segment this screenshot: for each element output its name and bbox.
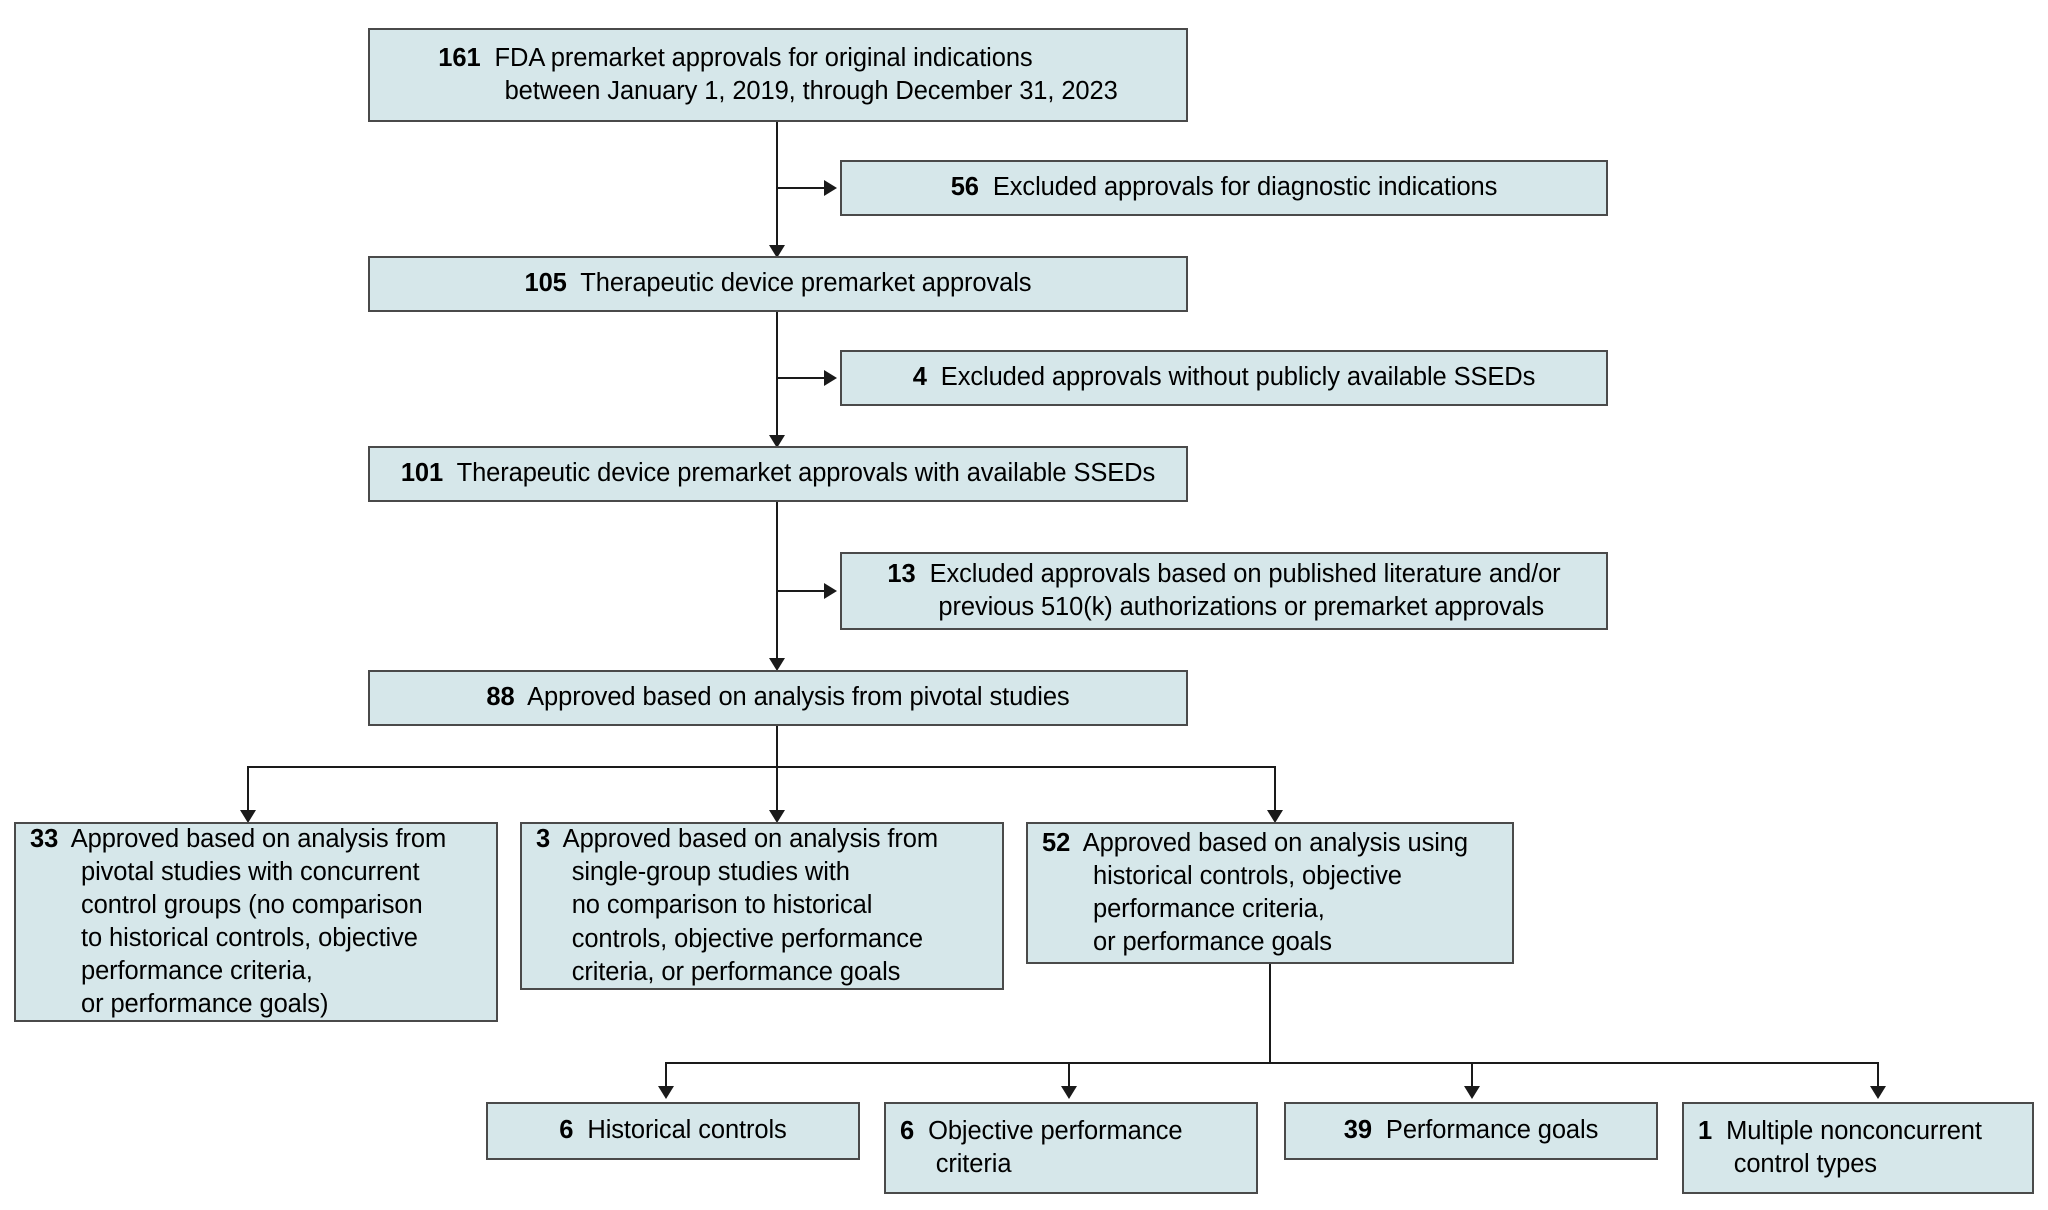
node-single-group: 3 Approved based on analysis from single-… — [520, 822, 1004, 990]
node-excluded-literature: 13 Excluded approvals based on published… — [840, 552, 1608, 630]
connector-88-to-52 — [1274, 766, 1276, 818]
node-concurrent-control-line4: to historical controls, objective — [81, 924, 418, 952]
node-excluded-no-ssed-line1: Excluded approvals without publicly avai… — [940, 363, 1536, 392]
node-objective-performance-criteria-count: 6 — [900, 1116, 915, 1145]
node-excluded-literature-line1: Excluded approvals based on published li… — [929, 559, 1561, 588]
node-single-group-line5: criteria, or performance goals — [571, 957, 901, 986]
node-historical-controls-line1: Historical controls — [587, 1116, 787, 1145]
node-historical-controls-group: 52 Approved based on analysis using histo… — [1026, 822, 1514, 964]
connector-52-to-6opc — [1068, 1062, 1070, 1094]
node-pivotal-studies-count: 88 — [486, 683, 515, 712]
node-total-approvals: 161 FDA premarket approvals for original… — [368, 28, 1188, 122]
arrowhead-52 — [1267, 810, 1283, 823]
node-excluded-diagnostic-count: 56 — [950, 173, 979, 202]
node-multiple-nonconcurrent-line2: control types — [1733, 1150, 1877, 1178]
node-concurrent-control-line6: or performance goals) — [81, 990, 329, 1019]
node-performance-goals: 39 Performance goals — [1284, 1102, 1658, 1160]
connector-52-to-6hc — [665, 1062, 667, 1094]
node-therapeutic-with-ssed-count: 101 — [400, 459, 444, 488]
node-excluded-diagnostic: 56 Excluded approvals for diagnostic ind… — [840, 160, 1608, 216]
node-total-approvals-line2: between January 1, 2019, through Decembe… — [504, 77, 1118, 105]
node-objective-performance-criteria: 6 Objective performance criteria — [884, 1102, 1258, 1194]
arrowhead-6-historical-controls — [658, 1086, 674, 1099]
node-excluded-no-ssed-count: 4 — [912, 363, 927, 392]
node-therapeutic-with-ssed-line1: Therapeutic device premarket approvals w… — [456, 459, 1156, 488]
node-historical-controls: 6 Historical controls — [486, 1102, 860, 1160]
connector-52-stem — [1269, 964, 1271, 1064]
arrowhead-4 — [824, 370, 837, 386]
node-multiple-nonconcurrent-line1: Multiple nonconcurrent — [1726, 1116, 1982, 1145]
node-objective-performance-criteria-line2: criteria — [935, 1150, 1012, 1178]
node-pivotal-studies-line1: Approved based on analysis from pivotal … — [527, 683, 1070, 712]
arrowhead-39 — [1464, 1086, 1480, 1099]
node-concurrent-control-line1: Approved based on analysis from — [70, 824, 447, 853]
node-concurrent-control-count: 33 — [30, 824, 59, 853]
arrowhead-88 — [769, 658, 785, 671]
node-historical-controls-group-line3: performance criteria, — [1093, 895, 1325, 923]
node-single-group-count: 3 — [536, 825, 551, 854]
node-excluded-no-ssed: 4 Excluded approvals without publicly av… — [840, 350, 1608, 406]
node-concurrent-control-line3: control groups (no comparison — [81, 890, 423, 919]
connector-101-to-88 — [776, 502, 778, 665]
node-concurrent-control-line2: pivotal studies with concurrent — [81, 857, 420, 886]
connector-88-bus — [247, 766, 1276, 768]
connector-88-to-3 — [776, 766, 778, 818]
node-multiple-nonconcurrent-count: 1 — [1698, 1116, 1713, 1145]
node-objective-performance-criteria-line1: Objective performance — [928, 1116, 1183, 1145]
node-historical-controls-count: 6 — [559, 1116, 574, 1145]
node-single-group-line2: single-group studies with — [571, 858, 850, 887]
node-total-approvals-line1: FDA premarket approvals for original ind… — [494, 43, 1033, 72]
arrowhead-33 — [240, 810, 256, 823]
connector-52-to-39 — [1471, 1062, 1473, 1094]
node-excluded-literature-count: 13 — [887, 559, 916, 588]
node-single-group-line3: no comparison to historical — [571, 891, 873, 920]
node-single-group-line1: Approved based on analysis from — [562, 825, 939, 854]
node-historical-controls-group-count: 52 — [1042, 828, 1071, 857]
connector-161-to-56 — [776, 187, 828, 189]
arrowhead-1 — [1870, 1086, 1886, 1099]
node-therapeutic-pma: 105 Therapeutic device premarket approva… — [368, 256, 1188, 312]
arrowhead-105 — [769, 245, 785, 258]
node-therapeutic-pma-count: 105 — [524, 269, 567, 298]
arrowhead-3 — [769, 810, 785, 823]
arrowhead-13 — [824, 583, 837, 599]
node-historical-controls-group-line4: or performance goals — [1093, 928, 1332, 957]
node-performance-goals-line1: Performance goals — [1385, 1116, 1599, 1145]
node-historical-controls-group-line2: historical controls, objective — [1093, 861, 1402, 890]
connector-101-to-13 — [776, 590, 828, 592]
arrowhead-56 — [824, 180, 837, 196]
node-total-approvals-count: 161 — [438, 43, 481, 72]
node-single-group-line4: controls, objective performance — [571, 924, 923, 953]
node-multiple-nonconcurrent: 1 Multiple nonconcurrent control types — [1682, 1102, 2034, 1194]
arrowhead-101 — [769, 435, 785, 448]
node-historical-controls-group-line1: Approved based on analysis using — [1082, 828, 1468, 857]
node-excluded-literature-line2: previous 510(k) authorizations or premar… — [938, 593, 1544, 621]
connector-52-to-1 — [1877, 1062, 1879, 1094]
arrowhead-6-objective-performance-criteria — [1061, 1086, 1077, 1099]
connector-88-to-33 — [247, 766, 249, 818]
node-therapeutic-with-ssed: 101 Therapeutic device premarket approva… — [368, 446, 1188, 502]
connector-52-bus — [665, 1062, 1879, 1064]
node-performance-goals-count: 39 — [1343, 1116, 1372, 1145]
node-pivotal-studies: 88 Approved based on analysis from pivot… — [368, 670, 1188, 726]
node-concurrent-control: 33 Approved based on analysis from pivota… — [14, 822, 498, 1022]
connector-88-stem — [776, 726, 778, 768]
connector-105-to-4 — [776, 377, 828, 379]
node-concurrent-control-line5: performance criteria, — [81, 957, 313, 986]
node-excluded-diagnostic-line1: Excluded approvals for diagnostic indica… — [992, 173, 1498, 202]
node-therapeutic-pma-line1: Therapeutic device premarket approvals — [580, 269, 1032, 298]
